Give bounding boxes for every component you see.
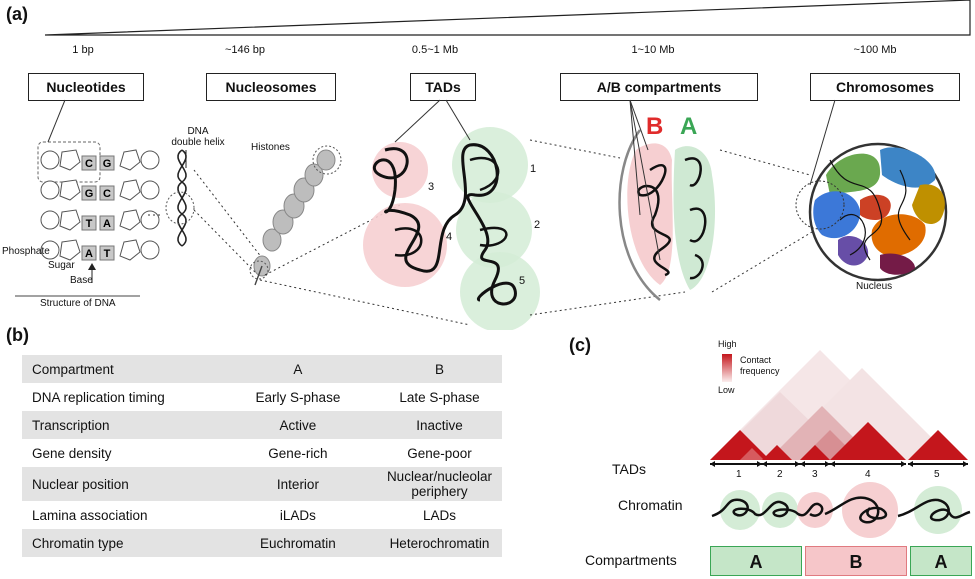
compartment-a-letter: A bbox=[680, 113, 697, 140]
tad-segments bbox=[710, 461, 968, 467]
table-cell: B bbox=[376, 355, 502, 383]
nucleosome-fiber bbox=[253, 149, 336, 286]
table-cell: Nuclear/nucleolar periphery bbox=[376, 467, 502, 501]
level-nucleosomes: Nucleosomes bbox=[206, 73, 336, 101]
panel-c-label: (c) bbox=[569, 335, 591, 355]
svg-text:1: 1 bbox=[530, 163, 536, 175]
table-cell: Gene-rich bbox=[218, 439, 377, 467]
phosphate-label: Phosphate bbox=[2, 246, 50, 257]
table-row: Compartment A B bbox=[22, 355, 502, 383]
svg-text:2: 2 bbox=[534, 219, 540, 231]
ab-compartment-illustration bbox=[618, 99, 716, 301]
tads-row-label: TADs bbox=[612, 461, 646, 477]
svg-text:A: A bbox=[103, 218, 111, 230]
compartment-a-box-2: A bbox=[910, 546, 972, 576]
table-cell: Heterochromatin bbox=[376, 529, 502, 557]
nucleus-label: Nucleus bbox=[856, 281, 893, 292]
helix-label: DNA double helix bbox=[171, 126, 225, 148]
table-cell: Active bbox=[218, 411, 377, 439]
tad-segment-5: 5 bbox=[934, 469, 940, 480]
table-cell: Interior bbox=[218, 467, 377, 501]
table-cell: Compartment bbox=[22, 355, 219, 383]
chromatin-fiber bbox=[711, 482, 971, 538]
table-row: Transcription Active Inactive bbox=[22, 411, 502, 439]
table-row: Chromatin type Euchromatin Heterochromat… bbox=[22, 529, 502, 557]
scale-label-nucleosomes: ~146 bp bbox=[224, 44, 266, 56]
table-row: Nuclear position Interior Nuclear/nucleo… bbox=[22, 467, 502, 501]
svg-text:T: T bbox=[104, 248, 111, 260]
table-cell: Lamina association bbox=[22, 501, 219, 529]
legend-low: Low bbox=[718, 385, 735, 395]
contact-legend-bar bbox=[722, 354, 732, 382]
table-cell: Euchromatin bbox=[218, 529, 377, 557]
compartment-properties-table: Compartment A B DNA replication timing E… bbox=[22, 355, 502, 557]
table-cell: DNA replication timing bbox=[22, 383, 219, 411]
tad-segment-3: 3 bbox=[812, 469, 818, 480]
chromatin-row-label: Chromatin bbox=[618, 497, 683, 513]
level-nucleotides: Nucleotides bbox=[28, 73, 144, 101]
level-chromosomes: Chromosomes bbox=[810, 73, 960, 101]
compartment-b-box: B bbox=[805, 546, 907, 576]
contact-map bbox=[710, 350, 968, 460]
panel-b-label: (b) bbox=[6, 325, 29, 345]
level-ab-compartments: A/B compartments bbox=[560, 73, 758, 101]
table-row: Lamina association iLADs LADs bbox=[22, 501, 502, 529]
scale-label-tads: 0.5~1 Mb bbox=[411, 44, 459, 56]
tad-segment-4: 4 bbox=[865, 469, 871, 480]
sugar-label: Sugar bbox=[48, 260, 75, 271]
panel-a-label: (a) bbox=[6, 4, 28, 24]
compartments-row-label: Compartments bbox=[585, 552, 677, 568]
svg-text:G: G bbox=[85, 188, 94, 200]
table-cell: Chromatin type bbox=[22, 529, 219, 557]
double-helix-icon bbox=[165, 149, 195, 247]
svg-text:C: C bbox=[85, 158, 93, 170]
svg-text:A: A bbox=[85, 248, 93, 260]
svg-text:5: 5 bbox=[519, 275, 525, 287]
dna-structure-caption: Structure of DNA bbox=[40, 298, 116, 309]
table-row: DNA replication timing Early S-phase Lat… bbox=[22, 383, 502, 411]
tad-segment-2: 2 bbox=[777, 469, 783, 480]
scale-wedge bbox=[44, 0, 971, 36]
table-cell: Nuclear position bbox=[22, 467, 219, 501]
compartment-b-letter: B bbox=[646, 113, 663, 140]
dna-base-letters: C G G C T A A T bbox=[85, 158, 112, 260]
table-cell: Gene-poor bbox=[376, 439, 502, 467]
tad-domains bbox=[363, 127, 540, 330]
legend-high: High bbox=[718, 339, 737, 349]
table-cell: iLADs bbox=[218, 501, 377, 529]
table-cell: Late S-phase bbox=[376, 383, 502, 411]
table-cell: Early S-phase bbox=[218, 383, 377, 411]
histones-label: Histones bbox=[251, 142, 290, 153]
svg-text:T: T bbox=[86, 218, 93, 230]
table-cell: Inactive bbox=[376, 411, 502, 439]
dna-structure-diagram bbox=[15, 99, 160, 297]
panel-a-illustration: C G G C T A A T bbox=[15, 99, 948, 330]
nucleus-illustration bbox=[795, 99, 948, 282]
tad-number-labels: 1 2 3 4 5 bbox=[428, 163, 540, 287]
table-cell: Transcription bbox=[22, 411, 219, 439]
svg-text:G: G bbox=[103, 158, 112, 170]
scale-label-compartments: 1~10 Mb bbox=[631, 44, 675, 56]
legend-title: Contact frequency bbox=[740, 355, 780, 376]
scale-label-chromosomes: ~100 Mb bbox=[853, 44, 897, 56]
base-label: Base bbox=[70, 275, 93, 286]
svg-text:3: 3 bbox=[428, 181, 434, 193]
compartment-a-box-1: A bbox=[710, 546, 802, 576]
svg-text:C: C bbox=[103, 188, 111, 200]
table-cell: Gene density bbox=[22, 439, 219, 467]
table-cell: LADs bbox=[376, 501, 502, 529]
level-tads: TADs bbox=[410, 73, 476, 101]
table-cell: A bbox=[218, 355, 377, 383]
table-row: Gene density Gene-rich Gene-poor bbox=[22, 439, 502, 467]
scale-label-nucleotides: 1 bp bbox=[72, 44, 94, 56]
tad-segment-1: 1 bbox=[736, 469, 742, 480]
svg-text:4: 4 bbox=[446, 231, 452, 243]
